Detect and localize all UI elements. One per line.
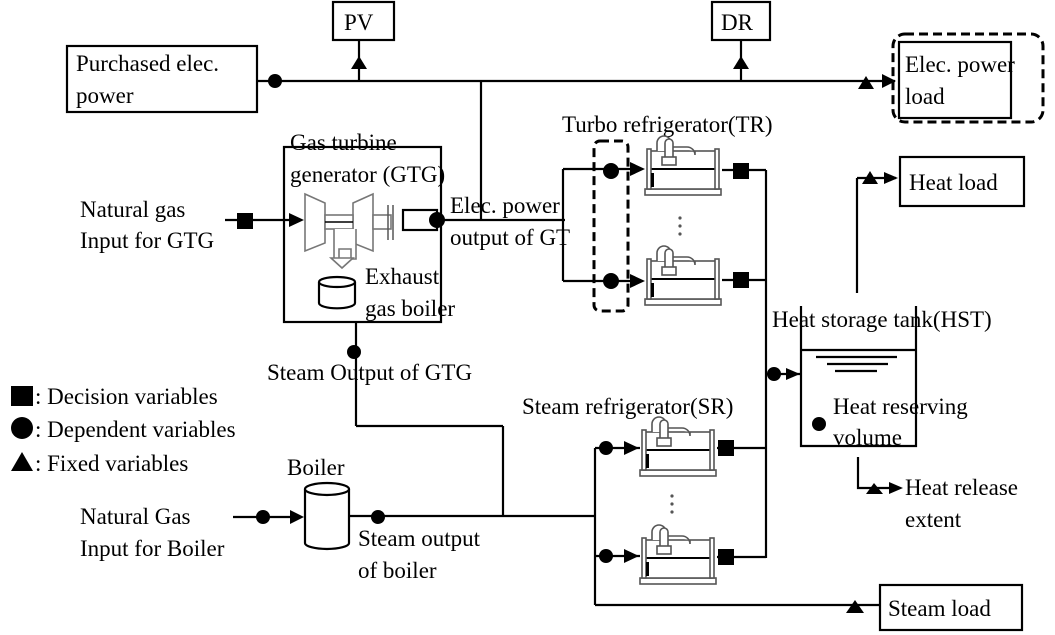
steam-refrigerator-2-icon: [639, 524, 717, 585]
legend-circle-icon: [11, 417, 33, 439]
dr-box: [710, 0, 772, 42]
turbo-refrigerator-2-icon: [644, 245, 722, 306]
heat-release-arrow: [889, 482, 903, 494]
heat-reserving-label-1: Heat reserving: [833, 394, 968, 419]
boiler-steam-dependent-marker: [371, 510, 385, 524]
elec-load-arrow: [882, 74, 896, 88]
pv-fixed-marker: [351, 56, 367, 69]
elec-load-fixed-marker: [858, 76, 874, 89]
tr1-arrow: [630, 162, 645, 176]
hst-input-arrow: [786, 368, 800, 380]
tr2-decision-marker: [733, 272, 749, 288]
ng-boiler-dependent-marker: [256, 510, 270, 524]
heat-storage-tank-icon: [799, 306, 918, 448]
sr1-input-dependent-marker: [599, 441, 613, 455]
turbo-refrigerator-1-icon: [644, 135, 722, 196]
gtg-label-1: Gas turbine: [290, 130, 397, 155]
legend-decision-label: : Decision variables: [35, 384, 218, 409]
legend-square-icon: [11, 386, 33, 406]
exhaust-gas-boiler-icon: [317, 275, 357, 310]
gtg-label-2: generator (GTG): [290, 162, 445, 187]
sr1-arrow: [624, 441, 639, 455]
dr-label: DR: [721, 10, 754, 35]
gt-elec-output-label-1: Elec. power: [450, 193, 560, 218]
purchased-power-dependent-marker: [268, 74, 282, 88]
legend-fixed-label: : Fixed variables: [35, 451, 188, 476]
steam-refrigerator-label: Steam refrigerator(SR): [522, 394, 733, 419]
sr-ellipsis-icon: [670, 494, 674, 514]
boiler-label: Boiler: [287, 455, 345, 480]
pv-label: PV: [344, 10, 374, 35]
sr2-decision-marker: [718, 549, 734, 565]
boiler-icon: [303, 481, 351, 551]
sr2-arrow: [624, 549, 639, 563]
heat-load-box: [898, 155, 1026, 208]
legend-dependent-label: : Dependent variables: [35, 417, 236, 442]
purchased-power-label-1: Purchased elec.: [76, 51, 219, 76]
steam-load-fixed-marker: [846, 600, 864, 613]
dr-fixed-marker: [733, 56, 749, 69]
legend: : Decision variables : Dependent variabl…: [11, 384, 236, 476]
ng-gtg-label-1: Natural gas: [80, 197, 185, 222]
heat-load-label: Heat load: [909, 170, 998, 195]
steam-load-label: Steam load: [888, 596, 991, 621]
purchased-power-box: [65, 44, 259, 114]
ng-gtg-label-2: Input for GTG: [80, 228, 214, 253]
tr-dashed-group: [592, 139, 630, 313]
heat-load-arrow: [884, 172, 898, 184]
steam-load-box: [878, 583, 1024, 632]
tr2-input-dependent-marker: [603, 273, 619, 289]
tr-ellipsis-icon: [678, 216, 682, 236]
elec-load-label-2: load: [905, 84, 945, 109]
steam-gtg-dependent-marker: [347, 345, 361, 359]
exhaust-label-2: gas boiler: [365, 296, 455, 321]
sr1-decision-marker: [718, 440, 734, 456]
steam-refrigerator-1-icon: [639, 416, 717, 477]
heat-load-fixed-marker: [862, 171, 878, 184]
exhaust-label-1: Exhaust: [365, 264, 440, 289]
heat-release-label-1: Heat release: [905, 475, 1018, 500]
ng-boiler-label-1: Natural Gas: [80, 504, 191, 529]
elec-load-label-1: Elec. power: [905, 52, 1015, 77]
heat-release-line: [856, 457, 895, 490]
steam-boiler-label-2: of boiler: [358, 558, 437, 583]
ng-boiler-label-2: Input for Boiler: [80, 536, 225, 561]
turbo-refrigerator-label: Turbo refrigerator(TR): [562, 112, 773, 137]
sr2-input-dependent-marker: [599, 549, 613, 563]
gas-turbine-icon: [304, 192, 439, 270]
heat-reserving-label-2: volume: [833, 425, 902, 450]
ng-gtg-arrow: [289, 213, 304, 227]
purchased-power-label-2: power: [76, 83, 134, 108]
heat-release-fixed-marker: [866, 483, 883, 494]
steam-boiler-label-1: Steam output: [358, 526, 481, 551]
tr2-arrow: [630, 274, 645, 288]
steam-gtg-label: Steam Output of GTG: [267, 360, 472, 385]
tr1-input-dependent-marker: [603, 163, 619, 179]
elec-load-dashed-outline: [891, 32, 1045, 124]
hst-label: Heat storage tank(HST): [772, 307, 992, 332]
elec-load-box: [897, 40, 1013, 120]
gt-elec-output-label-2: output of GT: [450, 225, 570, 250]
heat-release-label-2: extent: [905, 507, 962, 532]
hst-input-dependent-marker: [767, 367, 781, 381]
tr1-decision-marker: [733, 163, 749, 179]
legend-triangle-icon: [11, 452, 33, 471]
ng-boiler-arrow: [290, 510, 304, 524]
pv-box: [331, 0, 396, 42]
ng-gtg-decision-marker: [237, 213, 253, 229]
heat-reserving-dependent-marker: [812, 417, 826, 431]
